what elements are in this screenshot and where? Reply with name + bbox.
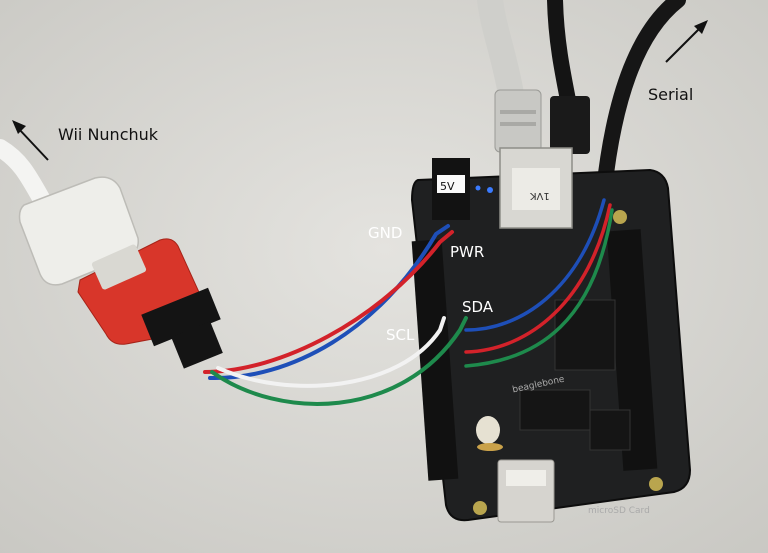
ethernet-cable <box>477 0 542 163</box>
sd-slot-marking: microSD Card <box>588 506 650 516</box>
jumper-wires <box>203 198 614 406</box>
ethernet-marking: 1VK <box>530 190 550 201</box>
arrow-to-nunchuk <box>12 120 49 161</box>
usb-cable <box>547 0 590 154</box>
pwr-label: PWR <box>450 243 485 261</box>
serial-label: Serial <box>648 85 694 104</box>
wii-nunchuk-label: Wii Nunchuk <box>58 125 159 144</box>
arrow-to-serial <box>665 20 708 63</box>
gnd-label: GND <box>368 224 403 242</box>
beaglebone-board <box>410 147 692 523</box>
serial-cable <box>596 0 686 198</box>
nunchuk-adapter <box>18 176 223 369</box>
power-jack-marking: 5V <box>440 180 455 193</box>
sda-label: SDA <box>462 298 494 316</box>
scl-label: SCL <box>386 326 415 344</box>
nunchuk-cable <box>0 139 51 209</box>
